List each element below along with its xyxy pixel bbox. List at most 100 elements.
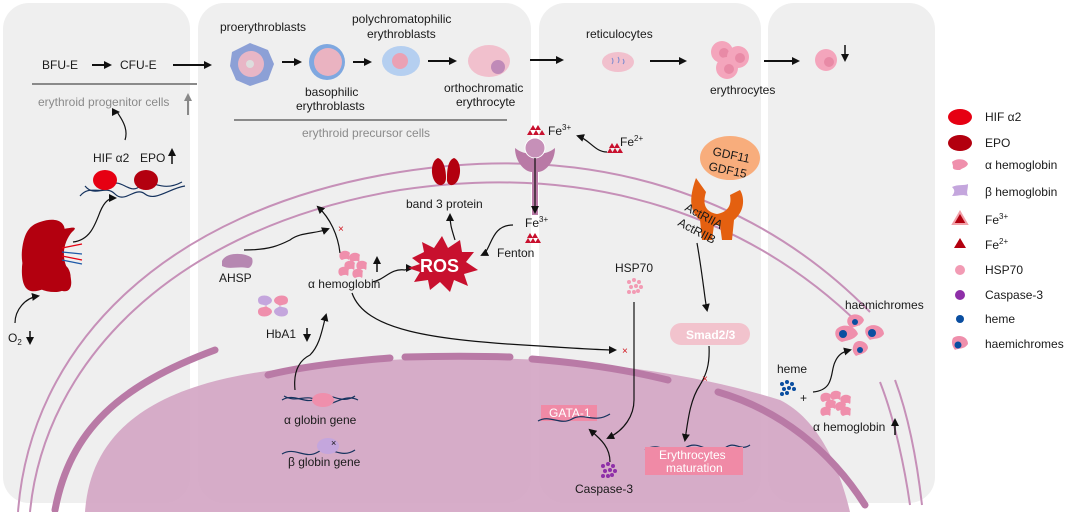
- arrow-fe-ros: [480, 224, 514, 256]
- reticulocyte-rna: [611, 56, 625, 65]
- arrow-o2-kidney: [14, 292, 40, 324]
- dna-beta-gene: [281, 449, 356, 456]
- label-bfu-e: BFU-E: [42, 58, 78, 72]
- label-o2: O2: [8, 331, 22, 347]
- label-proerythroblasts: proerythroblasts: [220, 20, 306, 34]
- basophilic-nucleus: [314, 48, 342, 76]
- label-orthochromatic-2: erythrocyte: [456, 95, 516, 109]
- actrii-receptor-icon: [691, 178, 744, 240]
- label-alpha-gene: α globin gene: [284, 413, 357, 427]
- reticulocyte-cell: [602, 52, 634, 72]
- arrow-alphahb-gata1: [351, 292, 617, 354]
- inhibition-x-ahsp: ×: [338, 224, 344, 235]
- legend-item: heme: [956, 312, 1015, 326]
- arrow-alphahb-membrane: [316, 205, 341, 254]
- label-haemichromes: haemichromes: [845, 298, 924, 312]
- legend-item: HIF α2: [948, 109, 1022, 125]
- label-fe2: Fe2+: [620, 134, 643, 149]
- label-ros: ROS: [420, 256, 459, 276]
- label-fe3-top: Fe3+: [548, 123, 571, 138]
- kidney-vessels: [61, 243, 83, 265]
- orthochromatic-cell: [468, 45, 510, 77]
- legend-label: Fe2+: [985, 237, 1008, 252]
- erythrocytes-cluster: [711, 41, 749, 79]
- label-erythrocytes: erythrocytes: [710, 83, 775, 97]
- legend: HIF α2 EPO α hemoglobin β hemoglobin Fe3…: [948, 109, 1064, 351]
- hsp70-cluster: [627, 278, 643, 294]
- epo-icon: [134, 170, 158, 190]
- dna-gata1: [537, 413, 611, 422]
- arrow-kidney-hif: [72, 194, 117, 243]
- label-cfu-e: CFU-E: [120, 58, 157, 72]
- heme-icon: [956, 315, 964, 323]
- legend-label: Fe3+: [985, 212, 1008, 227]
- legend-label: HIF α2: [985, 110, 1022, 124]
- fe3-icon: [951, 210, 969, 225]
- label-beta-gene: β globin gene: [288, 455, 361, 469]
- label-hsp70: HSP70: [615, 261, 653, 275]
- arrow-fe2-fe3: [576, 134, 608, 153]
- haemichromes-icon: [951, 336, 968, 350]
- label-epo: EPO: [140, 151, 165, 165]
- label-fenton: Fenton: [497, 246, 534, 260]
- arrow-alphagene-hba1: [294, 313, 329, 391]
- label-smad: Smad2/3: [686, 328, 736, 342]
- label-alpha-hb-right: α hemoglobin: [813, 420, 885, 434]
- alpha-gene-marker: [312, 393, 334, 407]
- ros-burst-icon: [408, 236, 478, 292]
- label-reticulocytes: reticulocytes: [586, 27, 653, 41]
- legend-item: β hemoglobin: [952, 184, 1057, 199]
- arrow-hif-progenitor: [111, 108, 127, 141]
- legend-label: heme: [985, 312, 1015, 326]
- heme-cluster: [780, 380, 796, 396]
- label-caspase3: Caspase-3: [575, 482, 633, 496]
- arrow-heme-haemichromes: [812, 347, 852, 393]
- legend-label: α hemoglobin: [985, 158, 1057, 172]
- label-fe3-inside: Fe3+: [525, 215, 548, 230]
- hsp70-icon: [955, 265, 965, 275]
- fe2-icon: [954, 238, 966, 248]
- gdf-ligand-icon: [700, 136, 760, 180]
- arrow-ros-band3: [446, 213, 456, 241]
- label-maturation-2: maturation: [666, 461, 723, 475]
- inhibition-x-smad: ×: [702, 374, 708, 385]
- panel-progenitor: [3, 3, 190, 503]
- haemichromes-cluster: [835, 314, 884, 356]
- beta-gene-marker: [317, 438, 339, 454]
- label-basophilic-1: basophilic: [305, 85, 358, 99]
- smad-box: [670, 323, 750, 345]
- beta-hemoglobin-icon: [952, 184, 968, 196]
- legend-label: haemichromes: [985, 337, 1064, 351]
- label-maturation-1: Erythrocytes: [659, 448, 726, 462]
- hif-alpha2-icon: [948, 109, 972, 125]
- inhibition-x-gata1: ×: [622, 346, 628, 357]
- label-orthochromatic-1: orthochromatic: [444, 81, 523, 95]
- cell-membrane: [17, 162, 923, 512]
- legend-item: HSP70: [955, 263, 1023, 277]
- ahsp-icon: [222, 253, 253, 268]
- label-alpha-hb: α hemoglobin: [308, 277, 380, 291]
- label-polychromatophilic-1: polychromatophilic: [352, 12, 451, 26]
- arrow-smad-maturation: [681, 345, 710, 442]
- legend-label: β hemoglobin: [985, 185, 1057, 199]
- label-ahsp: AHSP: [219, 271, 252, 285]
- legend-label: Caspase-3: [985, 288, 1043, 302]
- legend-item: α hemoglobin: [952, 158, 1057, 172]
- alpha-hemoglobin-icon: [952, 159, 968, 170]
- dna-hif-strand2: [84, 185, 186, 198]
- caspase3-cluster: [601, 462, 617, 478]
- polychromatophilic-nucleus: [392, 53, 408, 69]
- label-gata1: GATA-1: [549, 406, 591, 420]
- caspase3-icon: [955, 290, 965, 300]
- band3-protein-icon: [431, 158, 461, 186]
- legend-item: haemichromes: [951, 336, 1064, 351]
- nuclear-envelope: [51, 346, 869, 512]
- legend-label: EPO: [985, 136, 1010, 150]
- label-band3: band 3 protein: [406, 197, 483, 211]
- kidney-body: [21, 219, 71, 292]
- label-basophilic-2: erythroblasts: [296, 99, 365, 113]
- proerythroblast-nucleolus: [246, 60, 254, 68]
- arrow-actrii-smad: [696, 242, 710, 312]
- label-progenitor-cells: erythroid progenitor cells: [38, 95, 169, 109]
